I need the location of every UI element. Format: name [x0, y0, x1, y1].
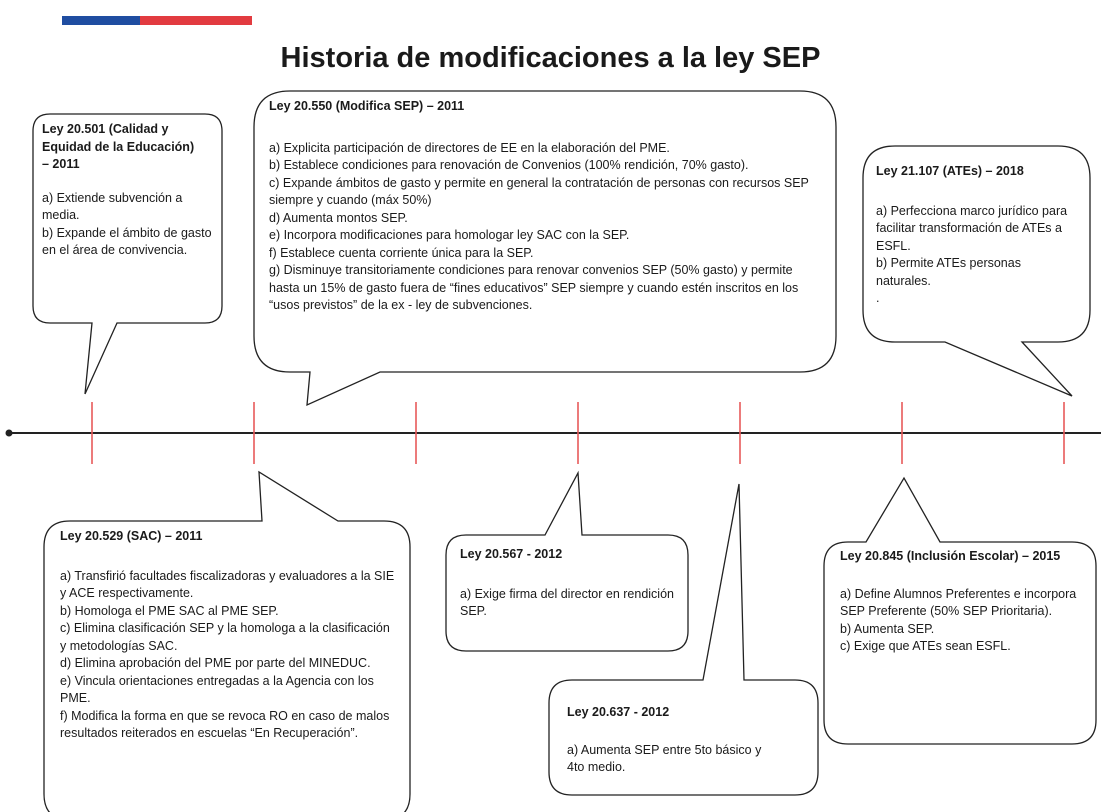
event-ley-20567: Ley 20.567 - 2012 a) Exige firma del dir… — [460, 546, 680, 621]
event-heading: Ley 20.637 - 2012 — [567, 705, 670, 719]
event-item: c) Exige que ATEs sean ESFL. — [840, 639, 1011, 653]
event-ley-20550: Ley 20.550 (Modifica SEP) – 2011 a) Expl… — [269, 98, 821, 315]
event-heading: Ley 20.501 (Calidad y Equidad de la Educ… — [42, 122, 195, 171]
event-item: c) Expande ámbitos de gasto y permite en… — [269, 175, 809, 208]
event-item: a) Define Alumnos Preferentes e incorpor… — [840, 586, 1077, 619]
callout-ley-20845 — [823, 476, 1097, 745]
event-heading: Ley 20.529 (SAC) – 2011 — [60, 529, 203, 543]
event-item: b) Permite ATEs personas naturales. — [876, 256, 1021, 288]
event-item: b) Homologa el PME SAC al PME SEP. — [60, 603, 279, 618]
event-ley-21107: Ley 21.107 (ATEs) – 2018 a) Perfecciona … — [876, 163, 1076, 308]
brand-flag-red — [140, 16, 252, 25]
event-item: a) Perfecciona marco jurídico para facil… — [876, 203, 1068, 253]
event-item: a) Exige firma del director en rendición… — [460, 586, 674, 619]
event-item: g) Disminuye transitoriamente condicione… — [269, 263, 799, 312]
callout-ley-20567 — [445, 470, 689, 652]
event-item: f) Establece cuenta corriente única para… — [269, 245, 534, 260]
event-item: a) Transfirió facultades fiscalizadoras … — [60, 568, 395, 601]
event-item: a) Extiende subvención a media. — [42, 190, 183, 223]
event-item: e) Vincula orientaciones entregadas a la… — [60, 673, 374, 706]
callout-ley-20550 — [253, 90, 837, 407]
event-item: d) Aumenta montos SEP. — [269, 210, 408, 225]
event-item: a) Aumenta SEP entre 5to básico y 4to me… — [567, 742, 762, 775]
event-ley-20501: Ley 20.501 (Calidad y Equidad de la Educ… — [42, 121, 216, 260]
event-heading: Ley 20.567 - 2012 — [460, 547, 563, 561]
event-item: e) Incorpora modificaciones para homolog… — [269, 228, 630, 242]
event-item: f) Modifica la forma en que se revoca RO… — [60, 708, 390, 741]
event-item: b) Aumenta SEP. — [840, 621, 935, 636]
event-item: b) Expande el ámbito de gasto en el área… — [42, 225, 212, 258]
event-ley-20637: Ley 20.637 - 2012 a) Aumenta SEP entre 5… — [567, 704, 767, 777]
callout-ley-20501 — [32, 113, 223, 395]
event-heading: Ley 21.107 (ATEs) – 2018 — [876, 164, 1024, 178]
event-trailing-mark: . — [876, 291, 880, 305]
event-heading: Ley 20.550 (Modifica SEP) – 2011 — [269, 99, 465, 113]
event-item: c) Elimina clasificación SEP y la homolo… — [60, 621, 390, 653]
event-ley-20529: Ley 20.529 (SAC) – 2011 a) Transfirió fa… — [60, 528, 398, 743]
event-ley-20845: Ley 20.845 (Inclusión Escolar) – 2015 a)… — [840, 548, 1088, 656]
event-item: b) Establece condiciones para renovación… — [269, 158, 749, 172]
page-title: Historia de modificaciones a la ley SEP — [280, 42, 821, 74]
event-item: a) Explicita participación de directores… — [269, 140, 670, 155]
event-heading: Ley 20.845 (Inclusión Escolar) – 2015 — [840, 549, 1061, 563]
brand-flag-blue — [62, 16, 140, 25]
callout-ley-20529 — [43, 470, 411, 812]
timeline-start-dot — [5, 429, 13, 437]
event-item: d) Elimina aprobación del PME por parte … — [60, 656, 371, 670]
callout-ley-21107 — [862, 145, 1091, 397]
callout-ley-20637 — [548, 483, 819, 796]
